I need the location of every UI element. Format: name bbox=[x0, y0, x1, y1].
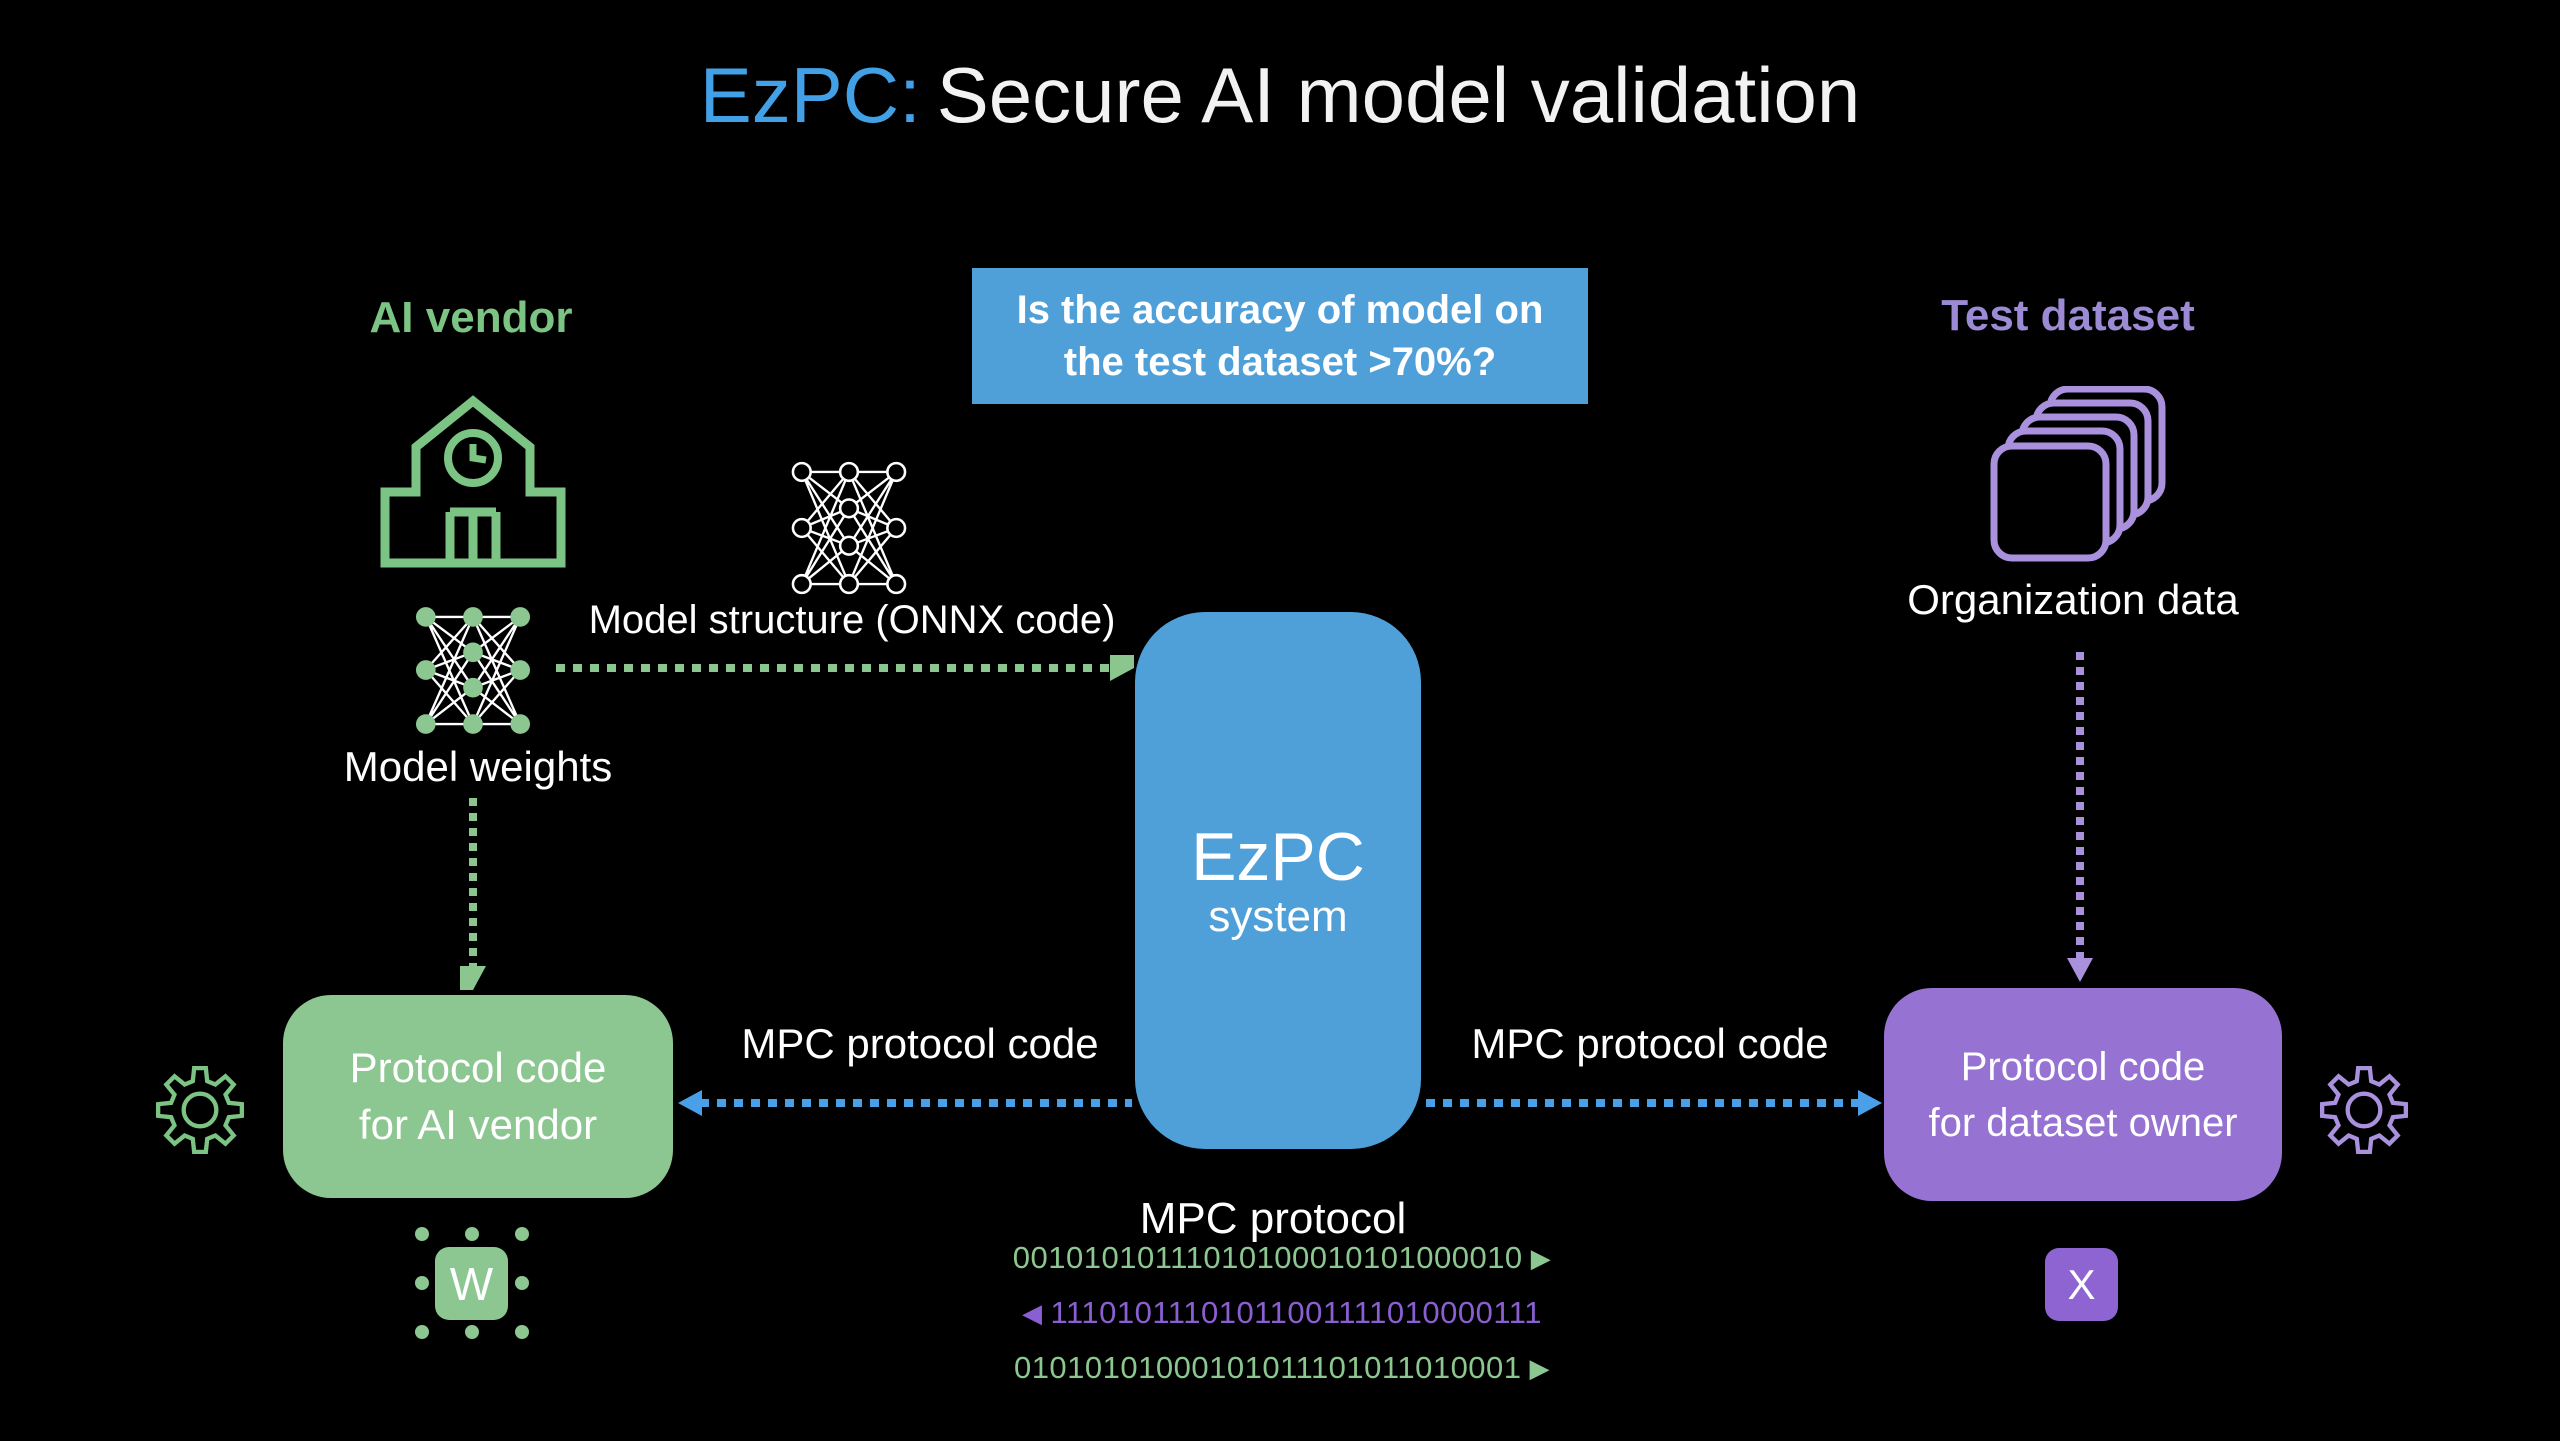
binary-stream-2: ◀11101011101011001111010000111 bbox=[1012, 1295, 1552, 1331]
organization-data-arrow bbox=[2076, 652, 2084, 958]
test-dataset-label: Test dataset bbox=[1941, 291, 2195, 340]
protocol-code-ai-vendor-box: Protocol code for AI vendor bbox=[283, 995, 673, 1198]
organization-data-label: Organization data bbox=[1907, 576, 2239, 623]
binary-stream-2-bits: 11101011101011001111010000111 bbox=[1050, 1295, 1542, 1330]
owner-box-line2: for dataset owner bbox=[1928, 1100, 2238, 1145]
right-triangle-icon: ▶ bbox=[1529, 1353, 1551, 1383]
left-triangle-icon: ◀ bbox=[1022, 1298, 1043, 1328]
question-box: Is the accuracy of model on the test dat… bbox=[972, 268, 1588, 404]
model-structure-arrow bbox=[556, 664, 1112, 672]
vendor-box-line1: Protocol code bbox=[349, 1043, 607, 1091]
binary-stream-3: 01010101000101011101011010001▶ bbox=[1012, 1350, 1552, 1386]
owner-box-line1: Protocol code bbox=[1960, 1044, 2206, 1089]
model-weights-label: Model weights bbox=[343, 743, 613, 790]
question-line2: the test dataset >70%? bbox=[1063, 340, 1497, 384]
right-triangle-icon: ▶ bbox=[1530, 1243, 1552, 1273]
title-rest: Secure AI model validation bbox=[936, 51, 1861, 139]
model-structure-label: Model structure (ONNX code) bbox=[588, 598, 1116, 642]
ezpc-box-subtitle: system bbox=[1208, 891, 1348, 941]
vendor-box-line2: for AI vendor bbox=[358, 1100, 598, 1148]
mpc-code-right-arrowhead-icon bbox=[1858, 1090, 1882, 1116]
model-weights-arrowhead-icon bbox=[460, 966, 486, 990]
neural-network-structure-icon bbox=[790, 458, 908, 598]
dataset-stack-icon bbox=[1988, 386, 2166, 566]
protocol-code-dataset-owner-box: Protocol code for dataset owner bbox=[1884, 988, 2282, 1201]
title-ezpc: EzPC: bbox=[699, 51, 921, 139]
binary-stream-1: 00101010111010100010101000010▶ bbox=[1012, 1240, 1552, 1276]
mpc-code-left-arrowhead-icon bbox=[678, 1090, 702, 1116]
mpc-code-left-arrow bbox=[700, 1099, 1132, 1107]
weights-chip-icon: W bbox=[409, 1221, 536, 1345]
mpc-protocol-label: MPC protocol bbox=[1139, 1194, 1407, 1243]
mpc-code-right-arrow bbox=[1426, 1099, 1860, 1107]
ezpc-box-title: EzPC bbox=[1191, 818, 1365, 895]
mpc-protocol-code-left-label: MPC protocol code bbox=[741, 1020, 1099, 1067]
mpc-protocol-code-right-label: MPC protocol code bbox=[1471, 1020, 1829, 1067]
page-title: EzPC:Secure AI model validation bbox=[0, 50, 2560, 141]
weights-chip-letter: W bbox=[435, 1247, 508, 1320]
model-structure-arrowhead-icon bbox=[1110, 655, 1134, 681]
binary-stream-3-bits: 01010101000101011101011010001 bbox=[1013, 1350, 1522, 1385]
binary-stream-1-bits: 00101010111010100010101000010 bbox=[1012, 1240, 1523, 1275]
model-weights-arrow bbox=[469, 798, 477, 966]
gear-icon-vendor bbox=[152, 1062, 248, 1158]
neural-network-weights-icon bbox=[414, 604, 532, 738]
organization-data-arrowhead-icon bbox=[2067, 958, 2093, 982]
question-line1: Is the accuracy of model on bbox=[1016, 288, 1544, 332]
data-chip-icon: X bbox=[2045, 1248, 2118, 1321]
building-icon bbox=[378, 394, 568, 570]
ezpc-system-box: EzPC system bbox=[1135, 612, 1421, 1149]
gear-icon-owner bbox=[2316, 1062, 2412, 1158]
ai-vendor-label: AI vendor bbox=[369, 293, 573, 342]
